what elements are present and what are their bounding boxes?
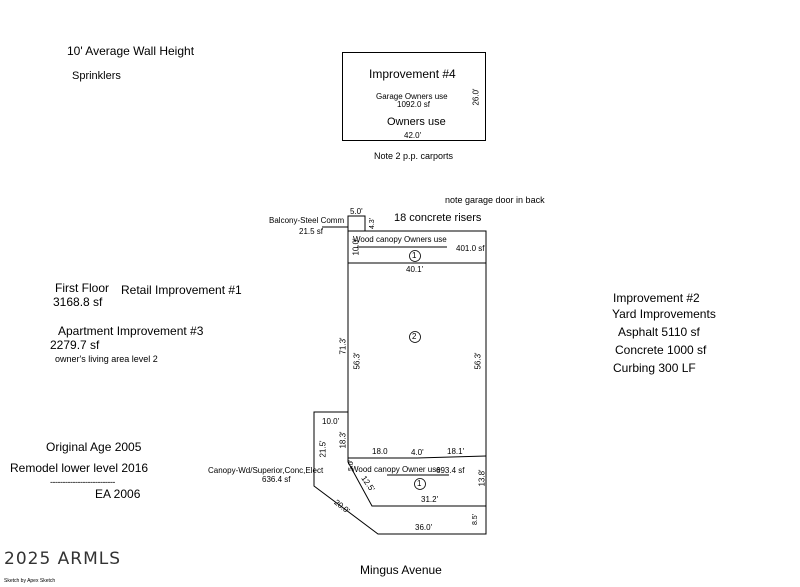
top-canopy-id: 1 [412,251,417,260]
right-small-dim: 13.8' [477,469,487,487]
first-floor-area: 3168.8 sf [53,295,103,309]
retail-improvement-label: Retail Improvement #1 [121,283,242,297]
balcony-area: 21.5 sf [299,227,324,236]
segment-a-dim: 18.0 [372,447,388,456]
notch-top-dim: 10.0' [322,417,340,426]
improvement4-depth: 26.0' [471,88,481,106]
balcony-dim-side: 4.3' [369,217,377,230]
lower-canopy-outline [347,412,486,507]
balcony-label: Balcony-Steel Comm [269,216,345,225]
bottom-canopy-id-circle [414,478,426,490]
sprinklers-note: Sprinklers [72,70,121,82]
improvement2-title: Improvement #2 [613,291,700,305]
notch-inner-dim: 18.3' [338,431,348,449]
lower-divider-right [416,455,487,459]
top-canopy-id-circle [409,250,421,262]
top-canopy-label: Wood canopy Owners use [353,235,447,244]
bottom-canopy-label: Wood canopy Owner use [351,465,441,474]
canopy-left-area: 636.4 sf [262,475,291,484]
garage-door-note: note garage door in back [445,195,545,205]
apartment-area: 2279.7 sf [50,338,100,352]
balcony-outline [347,215,366,231]
bottom-canopy-id: 1 [417,479,422,488]
right-height: 56.3' [473,352,483,370]
improvement4-use: Owners use [387,116,446,128]
canopy-left-label: Canopy-Wd/Superior,Conc,Elect [208,466,324,475]
risers-note: 18 concrete risers [394,212,482,224]
original-age-note: Original Age 2005 [46,440,142,454]
separator-line: -------------------------- [50,477,115,487]
watermark-logo: 2025 ARMLS [4,549,122,569]
improvement4-label: Garage Owners use [376,92,448,101]
bottom-right-small-dim: 8.5' [472,513,480,526]
inner-left-height: 56.3' [352,352,362,370]
segment-c-dim: 18.1' [447,447,465,456]
left-height: 71.3' [338,337,348,355]
first-floor-label: First Floor [55,281,109,295]
improvement4-note: Note 2 p.p. carports [374,151,454,161]
living-area-note: owner's living area level 2 [55,354,158,364]
bottom-width: 36.0' [415,523,433,532]
improvement4-width: 42.0' [404,131,422,140]
main-outline [313,230,487,535]
sketch-credit: Sketch by Apex Sketch [4,578,56,584]
notch-left-dim: 21.5' [318,440,328,458]
remodel-note: Remodel lower level 2016 [10,461,149,475]
improvement2-subtitle: Yard Improvements [612,307,716,321]
segment-b-dim: 4.0' [411,448,424,457]
top-canopy-depth: 10.0' [351,238,361,256]
main-width: 40.1' [406,265,424,274]
apartment-improvement-label: Apartment Improvement #3 [58,324,204,338]
wall-height-note: 10' Average Wall Height [67,44,195,58]
inner-bottom-width: 31.2' [421,495,439,504]
curbing-note: Curbing 300 LF [613,361,696,375]
balcony-dim-top: 5.0' [350,207,363,216]
top-canopy-area: 401.0 sf [456,244,485,253]
main-id-circle [409,331,421,343]
ea-note: EA 2006 [95,487,141,501]
bottom-canopy-area: 693.4 sf [436,466,465,475]
street-label: Mingus Avenue [360,563,442,577]
improvement4-area: 1092.0 sf [397,100,430,109]
concrete-note: Concrete 1000 sf [615,343,707,357]
main-id: 2 [412,332,417,341]
bottom-small-dim: 5.0' [348,459,356,472]
asphalt-note: Asphalt 5110 sf [618,325,700,339]
improvement4-outline [342,52,486,141]
improvement4-title: Improvement #4 [369,67,456,81]
